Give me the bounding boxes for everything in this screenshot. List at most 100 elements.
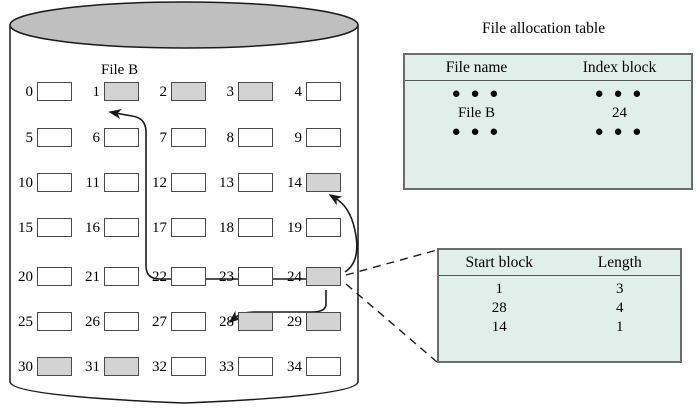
index-block-cell-start-2: 14	[491, 319, 507, 335]
disk-block-9[interactable]	[306, 128, 341, 147]
block-number-0: 0	[25, 84, 34, 100]
index-block-cell-start-1: 28	[491, 300, 507, 316]
block-number-23: 23	[219, 269, 234, 285]
index-block-table: Start block Length 1 28 14 3 4 1	[437, 248, 682, 363]
disk-block-13[interactable]	[238, 173, 273, 192]
block-number-25: 25	[18, 314, 33, 330]
disk-block-0[interactable]	[37, 82, 72, 101]
index-block-leader-bottom	[345, 283, 438, 363]
block-number-7: 7	[159, 130, 168, 146]
disk-block-28[interactable]	[238, 312, 273, 331]
disk-block-27[interactable]	[171, 312, 206, 331]
index-block-cell-length-2: 1	[616, 319, 624, 335]
disk-block-15[interactable]	[37, 218, 72, 237]
index-block-leader-top	[345, 249, 438, 276]
block-number-33: 33	[219, 359, 234, 375]
disk-block-8[interactable]	[238, 128, 273, 147]
fat-cell-name-1: File B	[457, 105, 496, 121]
block-number-28: 28	[219, 314, 234, 330]
disk-block-26[interactable]	[104, 312, 139, 331]
fat-header-index-block: Index block	[582, 59, 657, 76]
block-number-30: 30	[18, 359, 33, 375]
block-number-16: 16	[85, 220, 100, 236]
disk-block-17[interactable]	[171, 218, 206, 237]
index-block-column-start: 1 28 14	[439, 276, 560, 337]
index-block-body: 1 28 14 3 4 1	[439, 276, 680, 337]
block-number-29: 29	[287, 314, 302, 330]
fat-column-file-name: ● ● ● File B ● ● ●	[405, 81, 548, 142]
disk-cylinder-top	[9, 1, 359, 49]
block-number-31: 31	[85, 359, 100, 375]
block-number-19: 19	[287, 220, 302, 236]
block-number-2: 2	[159, 84, 168, 100]
disk-cylinder-body	[9, 24, 359, 404]
file-allocation-table-title: File allocation table	[482, 20, 606, 37]
fat-cell-name-2: ● ● ●	[451, 124, 502, 140]
block-number-21: 21	[85, 269, 100, 285]
disk-block-16[interactable]	[104, 218, 139, 237]
block-number-24: 24	[287, 269, 302, 285]
block-number-26: 26	[85, 314, 100, 330]
disk-block-21[interactable]	[104, 267, 139, 286]
block-number-18: 18	[219, 220, 234, 236]
disk-block-5[interactable]	[37, 128, 72, 147]
disk-block-29[interactable]	[306, 312, 341, 331]
disk-block-34[interactable]	[306, 357, 341, 376]
disk-block-1[interactable]	[104, 82, 139, 101]
disk-block-4[interactable]	[306, 82, 341, 101]
disk-block-20[interactable]	[37, 267, 72, 286]
block-number-3: 3	[226, 84, 235, 100]
file-b-label: File B	[101, 62, 139, 78]
disk-block-22[interactable]	[171, 267, 206, 286]
disk-block-6[interactable]	[104, 128, 139, 147]
disk-block-10[interactable]	[37, 173, 72, 192]
disk-block-25[interactable]	[37, 312, 72, 331]
block-number-34: 34	[287, 359, 302, 375]
disk-block-19[interactable]	[306, 218, 341, 237]
index-block-cell-length-1: 4	[616, 300, 624, 316]
block-number-1: 1	[92, 84, 101, 100]
fat-cell-index-2: ● ● ●	[594, 124, 645, 140]
disk-block-14[interactable]	[306, 173, 341, 192]
block-number-14: 14	[287, 175, 302, 191]
block-number-5: 5	[25, 130, 34, 146]
disk-block-2[interactable]	[171, 82, 206, 101]
disk-block-30[interactable]	[37, 357, 72, 376]
disk-block-12[interactable]	[171, 173, 206, 192]
block-number-11: 11	[85, 175, 100, 191]
disk-block-33[interactable]	[238, 357, 273, 376]
block-number-17: 17	[152, 220, 167, 236]
disk-block-32[interactable]	[171, 357, 206, 376]
block-number-8: 8	[226, 130, 235, 146]
fat-header-row: File name Index block	[405, 55, 691, 81]
disk-block-7[interactable]	[171, 128, 206, 147]
fat-column-index-block: ● ● ● 24 ● ● ●	[548, 81, 691, 142]
block-number-32: 32	[152, 359, 167, 375]
disk-block-3[interactable]	[238, 82, 273, 101]
block-number-4: 4	[294, 84, 303, 100]
fat-header-file-name: File name	[445, 59, 508, 76]
index-block-cell-length-0: 3	[616, 281, 624, 297]
fat-body: ● ● ● File B ● ● ● ● ● ● 24 ● ● ●	[405, 81, 691, 142]
block-number-6: 6	[92, 130, 101, 146]
block-number-15: 15	[18, 220, 33, 236]
index-block-header-start: Start block	[465, 254, 534, 271]
block-number-20: 20	[18, 269, 33, 285]
disk-block-18[interactable]	[238, 218, 273, 237]
fat-cell-index-1: 24	[612, 105, 627, 121]
file-allocation-table: File name Index block ● ● ● File B ● ● ●…	[403, 53, 693, 190]
block-number-22: 22	[152, 269, 167, 285]
disk-block-24[interactable]	[306, 267, 341, 286]
disk-block-11[interactable]	[104, 173, 139, 192]
index-block-cell-start-0: 1	[495, 281, 504, 297]
index-block-header-row: Start block Length	[439, 250, 680, 276]
block-number-9: 9	[294, 130, 303, 146]
index-block-column-length: 3 4 1	[560, 276, 681, 337]
disk-block-31[interactable]	[104, 357, 139, 376]
fat-cell-name-0: ● ● ●	[451, 86, 502, 102]
disk-block-23[interactable]	[238, 267, 273, 286]
extent-arrow-to-block-14	[328, 194, 358, 273]
extent-arrow-to-block-1	[108, 108, 306, 280]
